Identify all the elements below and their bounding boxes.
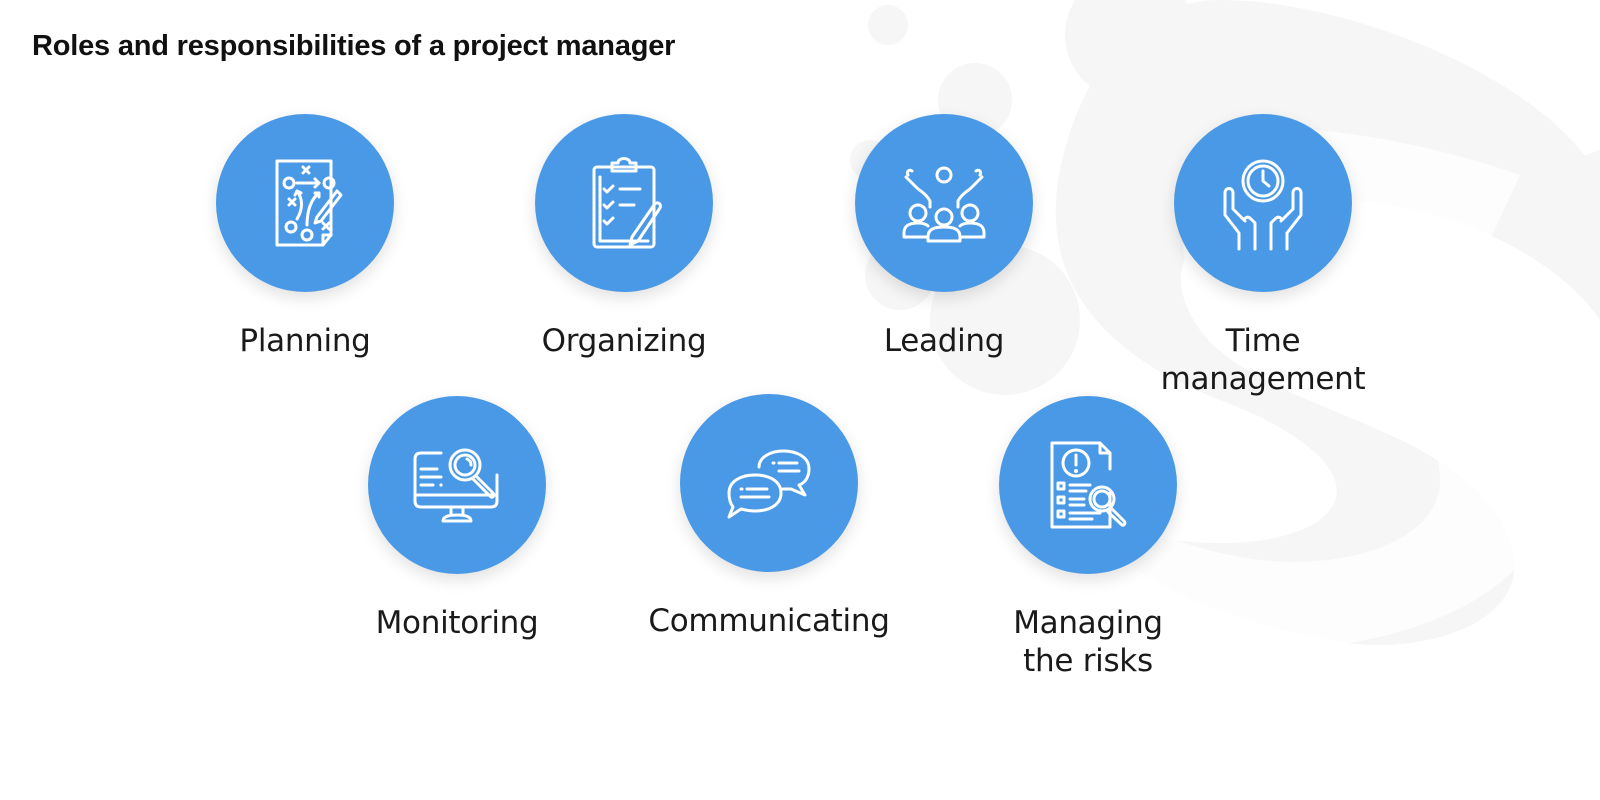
role-label: Managing the risks bbox=[1013, 605, 1163, 679]
clipboard-checklist-icon bbox=[592, 157, 662, 249]
role-circle bbox=[368, 396, 546, 574]
role-label: Communicating bbox=[648, 603, 890, 639]
monitor-magnifier-icon bbox=[413, 448, 499, 523]
role-monitoring: Monitoring bbox=[327, 396, 587, 642]
role-label: Monitoring bbox=[375, 605, 539, 641]
role-label: Leading bbox=[883, 323, 1005, 359]
role-circle bbox=[855, 114, 1033, 292]
role-circle bbox=[1174, 114, 1352, 292]
chat-bubbles-icon bbox=[727, 449, 811, 519]
page-title: Roles and responsibilities of a project … bbox=[32, 30, 676, 62]
strategy-plan-icon bbox=[275, 159, 343, 247]
role-managing-risks: Managing the risks bbox=[958, 396, 1218, 680]
role-circle bbox=[680, 394, 858, 572]
role-communicating: Communicating bbox=[639, 394, 899, 640]
clock-hands-icon bbox=[1223, 159, 1303, 251]
role-label: Planning bbox=[239, 323, 371, 359]
leader-team-icon bbox=[902, 166, 986, 243]
role-label: Time management bbox=[1160, 323, 1366, 397]
role-time-management: Time management bbox=[1133, 114, 1393, 398]
role-leading: Leading bbox=[814, 114, 1074, 360]
risk-document-search-icon bbox=[1050, 441, 1127, 529]
role-circle bbox=[216, 114, 394, 292]
role-planning: Planning bbox=[175, 114, 435, 360]
role-label: Organizing bbox=[541, 323, 707, 359]
role-organizing: Organizing bbox=[494, 114, 754, 360]
role-circle bbox=[535, 114, 713, 292]
role-circle bbox=[999, 396, 1177, 574]
